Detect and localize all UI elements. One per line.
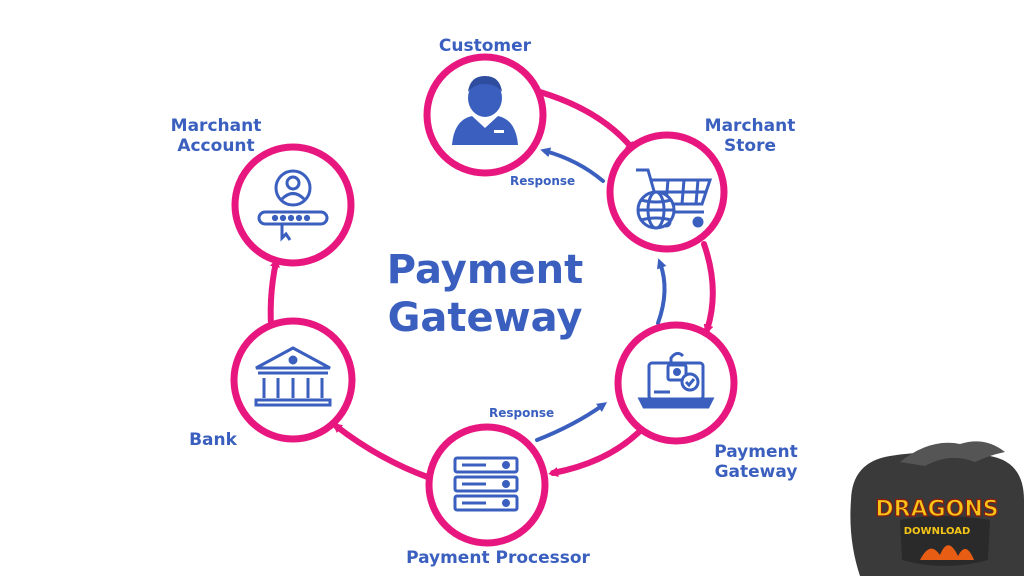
- label-merchant-account-line1: Marchant: [170, 116, 262, 136]
- node-payment-processor: [425, 423, 549, 547]
- logo-line2: DOWNLOAD: [904, 526, 971, 537]
- label-payment-gateway: Payment Gateway: [688, 442, 824, 482]
- dragons-download-logo: DRAGONS DOWNLOAD: [850, 441, 1024, 576]
- shopping-cart-globe-icon: [636, 168, 713, 230]
- label-payment-processor-text: Payment Processor: [406, 548, 590, 568]
- server-stack-icon: [453, 456, 519, 512]
- logo-line1: DRAGONS: [875, 497, 998, 522]
- arrow-store-to-gateway: [701, 241, 716, 335]
- arrow-gateway-to-processor: [548, 425, 646, 477]
- dragon-silhouette-icon: [900, 441, 1005, 466]
- arrow-customer-to-store: [537, 89, 636, 152]
- label-merchant-store-line2: Store: [724, 136, 776, 156]
- label-customer: Customer: [410, 36, 560, 56]
- title-line2: Gateway: [387, 295, 583, 341]
- label-bank: Bank: [170, 430, 256, 450]
- label-merchant-store-line1: Marchant: [704, 116, 796, 136]
- label-payment-processor: Payment Processor: [370, 548, 626, 568]
- title-line1: Payment: [386, 247, 584, 293]
- account-login-icon: [257, 169, 329, 242]
- label-merchant-store: Marchant Store: [680, 116, 820, 156]
- arrow-response-mid: [656, 258, 667, 325]
- node-payment-gateway: [614, 321, 738, 445]
- arrow-response-top: [540, 147, 605, 183]
- laptop-lock-icon: [637, 351, 715, 409]
- response-connectors: [535, 147, 667, 442]
- arrow-processor-to-bank: [332, 422, 433, 481]
- label-merchant-account-line2: Account: [177, 136, 255, 156]
- customer-icon: [452, 76, 518, 145]
- bank-building-icon: [254, 346, 332, 407]
- label-payment-gateway-line2: Gateway: [714, 462, 798, 482]
- label-merchant-account: Marchant Account: [146, 116, 286, 156]
- label-payment-gateway-line1: Payment: [714, 442, 798, 462]
- response-label-top: Response: [510, 174, 576, 188]
- response-label-bottom: Response: [489, 406, 555, 420]
- flame-icon: [920, 545, 974, 560]
- label-bank-text: Bank: [189, 430, 237, 450]
- diagram-title: Payment Gateway: [330, 246, 640, 342]
- label-customer-text: Customer: [438, 36, 532, 56]
- arrow-response-bottom: [535, 402, 608, 442]
